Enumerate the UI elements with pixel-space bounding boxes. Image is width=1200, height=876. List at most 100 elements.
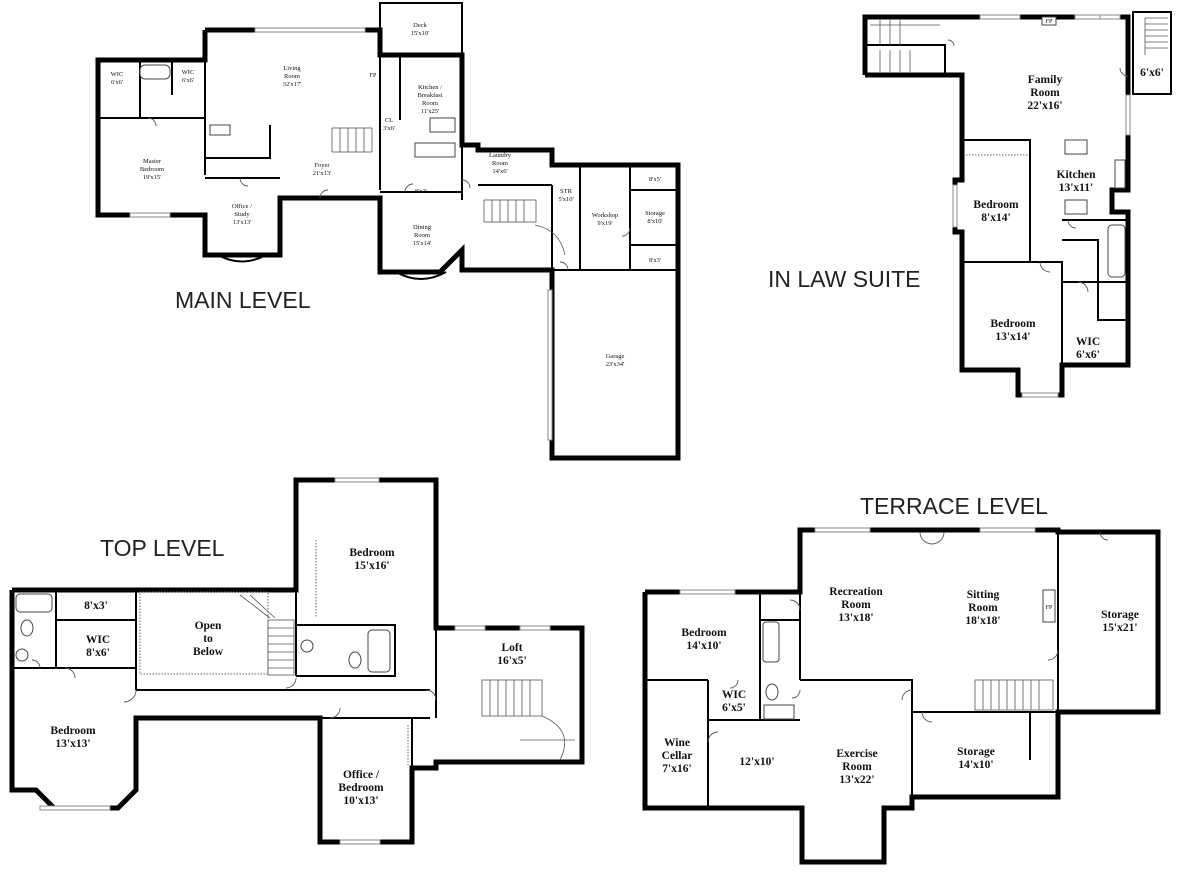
inlaw-deck-stairs: [1144, 17, 1168, 55]
terrace-shower-stall: [763, 704, 795, 720]
top-sink: [300, 639, 314, 653]
terrace-12x10-label: 12'x10': [739, 756, 774, 768]
main-wall: [205, 125, 271, 159]
inlaw-wall: [865, 44, 946, 75]
inlaw-exterior-wall: [862, 14, 1131, 398]
inlaw-deck: [1132, 11, 1172, 95]
terrace-stairs: [974, 679, 1054, 711]
inlaw-doors: [947, 39, 1129, 293]
top-bay-window: [39, 805, 111, 811]
storage-8x3-label: 8'x3': [649, 257, 661, 264]
terrace-level-title: TERRACE LEVEL: [860, 493, 1048, 519]
main-vanity: [209, 124, 231, 136]
main-deck: [379, 2, 463, 56]
inlaw-wall: [962, 139, 1031, 262]
inlaw-wall: [1062, 239, 1099, 282]
main-fireplace-label: FP: [370, 73, 377, 79]
inlaw-bathtub: [1107, 224, 1126, 278]
top-toilet: [20, 619, 34, 637]
terrace-wall: [800, 679, 913, 797]
top-level-title: TOP LEVEL: [100, 535, 225, 561]
terrace-exterior-wall: [642, 527, 1161, 865]
main-window: [254, 27, 366, 33]
inlaw-window: [952, 184, 958, 228]
top-bathtub-center: [367, 629, 391, 673]
inlaw-wall: [1097, 282, 1128, 321]
terrace-fireplace-label: FP: [1046, 605, 1053, 611]
main-doors: [147, 117, 631, 271]
top-sink: [15, 648, 29, 662]
inlaw-window: [1125, 94, 1131, 136]
top-bathtub-left: [15, 593, 53, 613]
main-window: [129, 212, 171, 218]
top-stairs: [239, 594, 575, 761]
top-wall: [296, 624, 396, 677]
main-stairs: [331, 127, 566, 256]
terrace-french-doors: [919, 531, 1109, 545]
storage-8x5-label: 8'x5': [649, 176, 661, 183]
main-bay-window: [395, 271, 447, 280]
terrace-fireplace: [1042, 589, 1056, 623]
inlaw-fireplace: [1041, 16, 1057, 26]
inlaw-fridge: [1064, 199, 1088, 215]
top-closet-label: 8'x3': [84, 600, 108, 612]
inlaw-window: [1099, 14, 1121, 20]
top-window: [454, 625, 486, 631]
main-bay-window: [217, 254, 267, 263]
main-bathtub: [139, 64, 171, 80]
top-toilet: [348, 651, 362, 669]
terrace-toilet: [765, 683, 779, 701]
inlaw-window: [1021, 392, 1059, 398]
inlaw-counter: [1114, 159, 1126, 189]
inlaw-range: [1064, 139, 1088, 155]
top-window: [339, 839, 381, 845]
top-window: [334, 477, 380, 483]
inlaw-wall: [962, 261, 1063, 365]
terrace-window: [814, 527, 871, 533]
inlaw-window: [979, 14, 1021, 20]
terrace-doors: [707, 599, 1059, 743]
terrace-window: [979, 527, 1036, 533]
closet-8x3-label: 8'x3': [415, 188, 427, 195]
main-kitchen-island: [414, 142, 456, 158]
main-exterior-wall: [95, 27, 681, 461]
main-range: [429, 117, 456, 133]
terrace-window: [679, 589, 736, 595]
top-doors: [31, 659, 437, 719]
